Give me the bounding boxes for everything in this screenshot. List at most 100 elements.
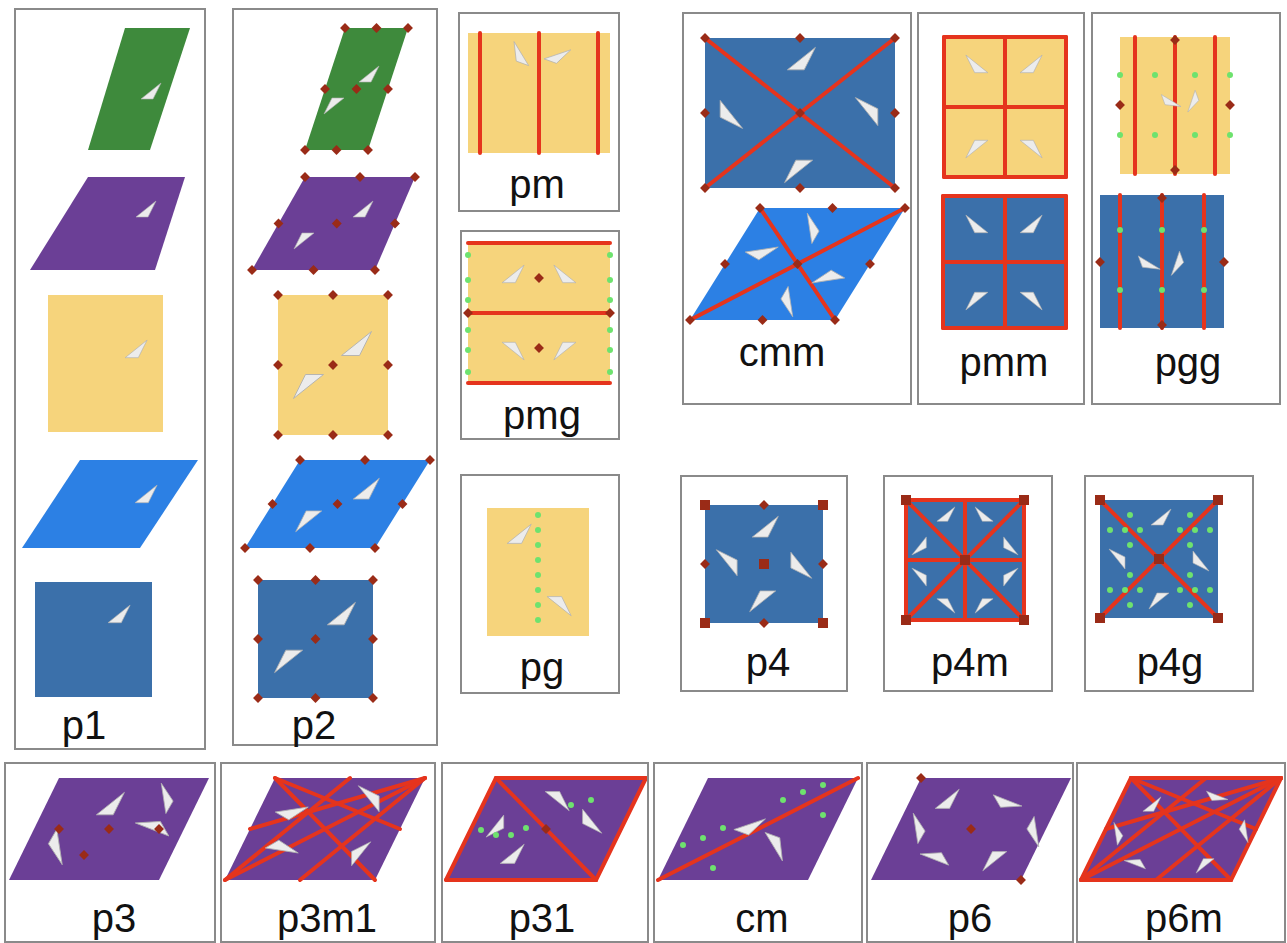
tile xyxy=(225,778,425,880)
rotation-marker xyxy=(700,108,710,118)
rotation-marker xyxy=(320,84,330,94)
glide-dot xyxy=(1192,587,1198,593)
mirror-line xyxy=(1081,778,1206,880)
group-name: p4 xyxy=(746,642,791,682)
motif-triangle xyxy=(1193,551,1209,571)
group-panel: p3 xyxy=(4,762,216,943)
glide-dot xyxy=(1107,587,1113,593)
glide-dot xyxy=(1177,527,1183,533)
glide-dot xyxy=(465,347,471,353)
mirror-line xyxy=(906,500,1024,620)
motif-triangle xyxy=(149,783,178,813)
motif-triangle xyxy=(324,98,344,114)
glide-dot xyxy=(700,835,706,841)
group-panel: pg xyxy=(460,474,620,694)
glide-dot xyxy=(465,297,471,303)
group-name: p6 xyxy=(948,898,993,938)
rotation-marker xyxy=(463,308,473,318)
motif-triangle xyxy=(734,810,766,838)
mirror-line xyxy=(446,778,496,880)
rotation-marker xyxy=(534,273,544,283)
rotation-marker xyxy=(403,23,413,33)
rotation-marker xyxy=(1115,100,1125,110)
motif-triangle xyxy=(486,815,504,837)
rotation-marker xyxy=(240,543,250,553)
motif-triangle xyxy=(1004,568,1018,586)
tile xyxy=(35,582,152,697)
mirror-line xyxy=(942,37,946,177)
motif-triangle xyxy=(966,215,988,233)
tile xyxy=(658,778,858,880)
motif-triangle xyxy=(544,42,571,66)
motif-triangle xyxy=(502,342,524,360)
glide-dot xyxy=(1192,72,1198,78)
motif-triangle xyxy=(720,100,742,128)
glide-dot xyxy=(607,277,613,283)
tile xyxy=(487,508,589,636)
group-name: cmm xyxy=(739,332,826,372)
glide-dot xyxy=(1187,512,1193,518)
motif-triangle xyxy=(1022,816,1051,846)
tile xyxy=(871,778,1071,880)
tile xyxy=(1120,37,1230,174)
rotation-marker xyxy=(253,575,263,585)
glide-dot xyxy=(1207,587,1213,593)
rotation-marker xyxy=(605,308,615,318)
motif-triangle xyxy=(787,47,815,69)
tile xyxy=(252,177,415,270)
group-name: p3m1 xyxy=(277,898,377,938)
glide-dot xyxy=(535,572,541,578)
fourfold-marker xyxy=(1154,554,1164,564)
rotation-marker xyxy=(368,634,378,644)
motif-triangle xyxy=(500,844,524,863)
rotation-marker xyxy=(818,559,828,569)
rotation-marker xyxy=(966,824,976,834)
group-panel: cm xyxy=(653,762,863,943)
glide-dot xyxy=(535,617,541,623)
tile xyxy=(1100,195,1224,328)
fourfold-marker xyxy=(1019,495,1029,505)
glide-dot xyxy=(535,557,541,563)
mirror-line xyxy=(1118,195,1122,328)
rotation-marker xyxy=(700,183,710,193)
motif-triangle xyxy=(795,213,824,243)
motif-triangle xyxy=(1105,822,1126,845)
rotation-marker xyxy=(759,500,769,510)
rotation-marker xyxy=(700,559,710,569)
motif-triangle xyxy=(135,812,168,847)
rotation-marker xyxy=(368,575,378,585)
motif-triangle xyxy=(920,844,949,874)
rotation-marker xyxy=(340,23,350,33)
motif-triangle xyxy=(1020,292,1042,310)
rotation-marker xyxy=(332,219,342,229)
glide-dot xyxy=(478,827,484,833)
rotation-marker xyxy=(900,203,910,213)
glide-dot xyxy=(568,802,574,808)
rotation-marker xyxy=(534,343,544,353)
mirror-line xyxy=(658,778,858,880)
rotation-marker xyxy=(541,824,551,834)
motif-triangle xyxy=(912,537,926,555)
motif-triangle xyxy=(554,342,576,360)
group-name: p3 xyxy=(92,898,137,938)
motif-triangle xyxy=(136,201,156,217)
rotation-marker xyxy=(795,33,805,43)
rotation-marker xyxy=(383,84,393,94)
motif-triangle xyxy=(43,829,76,864)
motif-triangle xyxy=(1020,215,1042,233)
tile xyxy=(943,196,1066,328)
tile xyxy=(258,580,373,698)
glide-dot xyxy=(1122,587,1128,593)
glide-dot xyxy=(1107,527,1113,533)
group-panel: p31 xyxy=(441,762,649,943)
tile xyxy=(22,460,198,548)
rotation-marker xyxy=(1095,257,1105,267)
glide-dot xyxy=(1227,72,1233,78)
glide-dot xyxy=(1127,542,1133,548)
rotation-marker xyxy=(720,259,730,269)
mirror-line xyxy=(468,381,610,385)
glide-dot xyxy=(535,587,541,593)
rotation-marker xyxy=(890,108,900,118)
rotation-marker xyxy=(685,315,695,325)
rotation-marker xyxy=(247,265,257,275)
